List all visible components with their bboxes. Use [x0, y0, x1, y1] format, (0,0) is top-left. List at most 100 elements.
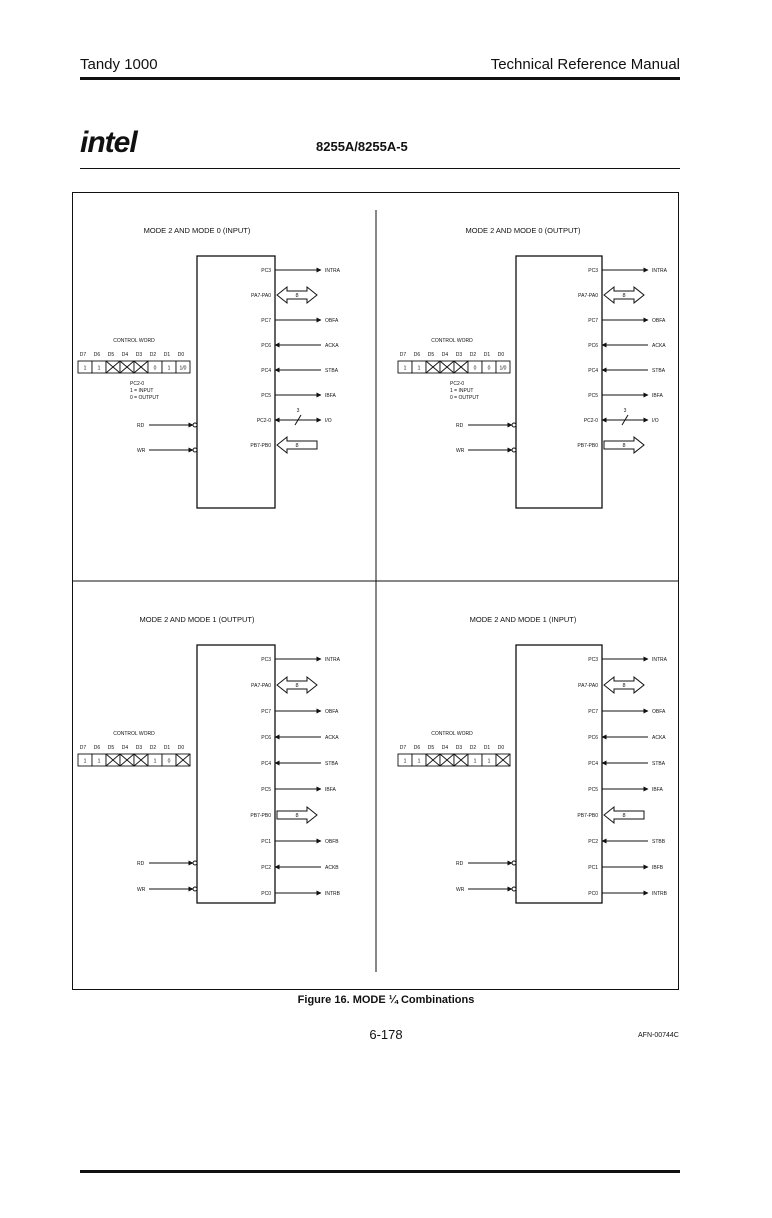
bus-width-label: 8 [295, 683, 298, 689]
pin-label: PC4 [261, 368, 271, 374]
signal-label: INTRB [652, 891, 668, 897]
header-left-title: Tandy 1000 [80, 56, 158, 73]
signal-label: IBFB [652, 865, 664, 871]
control-bit-value: 1/0 [180, 366, 187, 372]
intel-logo: intel [80, 126, 138, 159]
pin-label: PC3 [588, 268, 598, 274]
bit-position-label: D0 [498, 745, 505, 751]
bus-width-label: 8 [622, 813, 625, 819]
signal-label: IBFA [652, 787, 664, 793]
control-bit-value: 0 [488, 366, 491, 372]
pin-label: PC2-0 [257, 418, 271, 424]
signal-label: OBFA [325, 318, 339, 324]
signal-label: OBFA [652, 318, 666, 324]
bit-position-label: D4 [122, 745, 129, 751]
dont-care-mark [425, 753, 441, 767]
signal-label: STBB [652, 839, 666, 845]
bus-slash [621, 414, 629, 426]
figure-caption: Figure 16. MODE ¼ Combinations [297, 994, 475, 1006]
inversion-bubble [511, 447, 517, 453]
figure-frame [72, 192, 679, 990]
dont-care-mark [453, 753, 469, 767]
signal-label: INTRB [325, 891, 341, 897]
signal-label: INTRA [652, 657, 668, 663]
control-bit-value: 1 [488, 759, 491, 765]
bit-position-label: D1 [164, 352, 171, 358]
pin-label: PC5 [261, 787, 271, 793]
left-signal-label: WR [456, 448, 465, 454]
dont-care-mark [439, 360, 455, 374]
left-signal-label: RD [456, 861, 464, 867]
control-bit-value: 1 [168, 366, 171, 372]
pin-label: PC7 [588, 318, 598, 324]
signal-label: OBFB [325, 839, 339, 845]
footer-rule [80, 1170, 680, 1173]
pin-label: PC0 [588, 891, 598, 897]
bit-position-label: D0 [178, 352, 185, 358]
signal-label: IBFA [325, 787, 337, 793]
inversion-bubble [192, 422, 198, 428]
bus-arrow [276, 675, 318, 695]
bus-width-label: 8 [622, 443, 625, 449]
bit-position-label: D2 [150, 745, 157, 751]
bit-position-label: D7 [80, 745, 87, 751]
left-signal-label: RD [137, 861, 145, 867]
dont-care-mark [105, 753, 121, 767]
pin-label: PC5 [261, 393, 271, 399]
control-bit-value: 1/0 [500, 366, 507, 372]
dont-care-mark [425, 360, 441, 374]
pin-label: PC1 [588, 865, 598, 871]
panel-title: MODE 2 AND MODE 0 (INPUT) [144, 226, 251, 235]
bit-position-label: D6 [414, 352, 421, 358]
pc-note-line: 0 = OUTPUT [450, 395, 479, 401]
dont-care-mark [119, 753, 135, 767]
pin-label: PC7 [261, 709, 271, 715]
control-bit-value: 1 [98, 759, 101, 765]
signal-label: IBFA [325, 393, 337, 399]
control-bit-cell [175, 360, 191, 374]
bus-arrow [276, 435, 318, 455]
control-bit-value: 1 [84, 759, 87, 765]
control-bit-value: 1 [474, 759, 477, 765]
left-signal-label: WR [456, 887, 465, 893]
pin-label: PA7-PA0 [251, 683, 271, 689]
bit-position-label: D5 [108, 745, 115, 751]
dont-care-mark [133, 753, 149, 767]
signal-label: ACKA [652, 735, 666, 741]
pc-note-line: PC2-0 [130, 381, 144, 387]
bit-position-label: D4 [442, 352, 449, 358]
control-bit-value: 0 [474, 366, 477, 372]
dont-care-mark [175, 753, 191, 767]
inversion-bubble [192, 860, 198, 866]
bit-position-label: D2 [470, 745, 477, 751]
control-bit-value: 1 [98, 366, 101, 372]
left-signal-label: WR [137, 448, 146, 454]
control-bit-value: 1 [418, 759, 421, 765]
control-word-label: CONTROL WORD [113, 731, 155, 737]
chip-title: 8255A/8255A-5 [316, 139, 408, 154]
pin-label: PC2 [261, 865, 271, 871]
panel-title: MODE 2 AND MODE 1 (INPUT) [470, 615, 577, 624]
bit-position-label: D5 [108, 352, 115, 358]
control-bit-value: 0 [154, 366, 157, 372]
pin-label: PA7-PA0 [578, 683, 598, 689]
chip-block [196, 255, 276, 509]
control-bit-value: 0 [168, 759, 171, 765]
chip-title-rule [80, 168, 680, 169]
bit-position-label: D1 [484, 352, 491, 358]
bus-arrow [276, 285, 318, 305]
bit-position-label: D1 [484, 745, 491, 751]
bit-position-label: D6 [94, 352, 101, 358]
bus-width-label: 8 [295, 443, 298, 449]
inversion-bubble [511, 860, 517, 866]
pin-label: PC5 [588, 393, 598, 399]
dont-care-mark [453, 360, 469, 374]
pin-label: PC3 [261, 657, 271, 663]
signal-label: ACKA [652, 343, 666, 349]
pin-label: PA7-PA0 [251, 293, 271, 299]
pc-note-line: 1 = INPUT [450, 388, 473, 394]
pin-label: PC0 [261, 891, 271, 897]
pin-label: PC7 [261, 318, 271, 324]
